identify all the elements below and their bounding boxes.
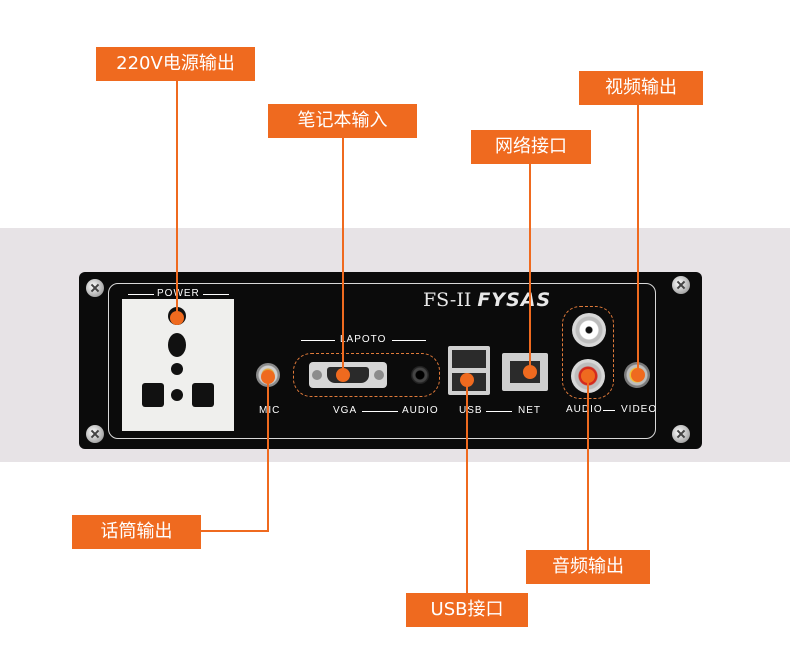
- vga-label: VGA: [333, 405, 358, 416]
- callout-line-mic-horizontal: [200, 530, 269, 532]
- screw-icon: [672, 276, 690, 294]
- callout-power-output: 220V电源输出: [96, 47, 255, 81]
- callout-video-output: 视频输出: [579, 71, 703, 105]
- usb-label: USB: [459, 405, 483, 416]
- callout-line-usb: [466, 379, 468, 595]
- screw-icon: [672, 425, 690, 443]
- socket-slot: [192, 383, 214, 407]
- panel-inner-border: [108, 283, 656, 439]
- callout-network-port: 网络接口: [471, 130, 591, 164]
- brand-name: FYSAS: [477, 289, 552, 311]
- callout-usb-port: USB接口: [406, 593, 528, 627]
- callout-dot-mic: [261, 370, 275, 384]
- vga-screw: [312, 370, 322, 380]
- socket-ground-hole: [171, 389, 183, 401]
- callout-mic-output: 话筒输出: [72, 515, 201, 549]
- brand-model: FS-II: [423, 289, 472, 311]
- callout-line-audio: [587, 376, 589, 553]
- mic-label: MIC: [259, 405, 281, 416]
- rca-audio-label: AUDIO: [566, 404, 603, 415]
- net-label: NET: [518, 405, 541, 416]
- callout-dot-laptop: [336, 368, 350, 382]
- vga-screw: [374, 370, 384, 380]
- usb-port[interactable]: [448, 346, 490, 395]
- callout-line-laptop: [342, 136, 344, 376]
- callout-laptop-input: 笔记本输入: [268, 104, 417, 138]
- laptop-audio-jack[interactable]: [411, 366, 429, 384]
- lapoto-label-line-right: [392, 340, 426, 341]
- lapoto-label-line-left: [301, 340, 335, 341]
- callout-dot-video: [631, 368, 645, 382]
- power-label: POWER: [157, 288, 200, 299]
- vga-audio-divider: [362, 411, 398, 412]
- socket-ground-hole: [171, 363, 183, 375]
- usb-net-divider: [486, 411, 512, 412]
- callout-line-power: [176, 80, 178, 320]
- laptop-audio-label: AUDIO: [402, 405, 439, 416]
- usb-slot: [452, 350, 486, 368]
- callout-dot-network: [523, 365, 537, 379]
- callout-line-mic: [267, 377, 269, 532]
- callout-line-video: [637, 103, 639, 375]
- screw-icon: [86, 279, 104, 297]
- audio-video-divider: [603, 410, 615, 411]
- screw-icon: [86, 425, 104, 443]
- callout-dot-power: [170, 311, 184, 325]
- power-label-line-right: [203, 294, 229, 295]
- socket-slot: [142, 383, 164, 407]
- lapoto-label: LAPOTO: [340, 334, 387, 345]
- power-label-line-left: [128, 294, 154, 295]
- laptop-input-outline: [293, 353, 440, 397]
- socket-slot: [168, 333, 186, 357]
- callout-line-network: [529, 162, 531, 372]
- callout-dot-usb: [460, 373, 474, 387]
- callout-dot-audio: [581, 369, 595, 383]
- callout-audio-output: 音频输出: [526, 550, 650, 584]
- video-label: VIDEO: [621, 404, 658, 415]
